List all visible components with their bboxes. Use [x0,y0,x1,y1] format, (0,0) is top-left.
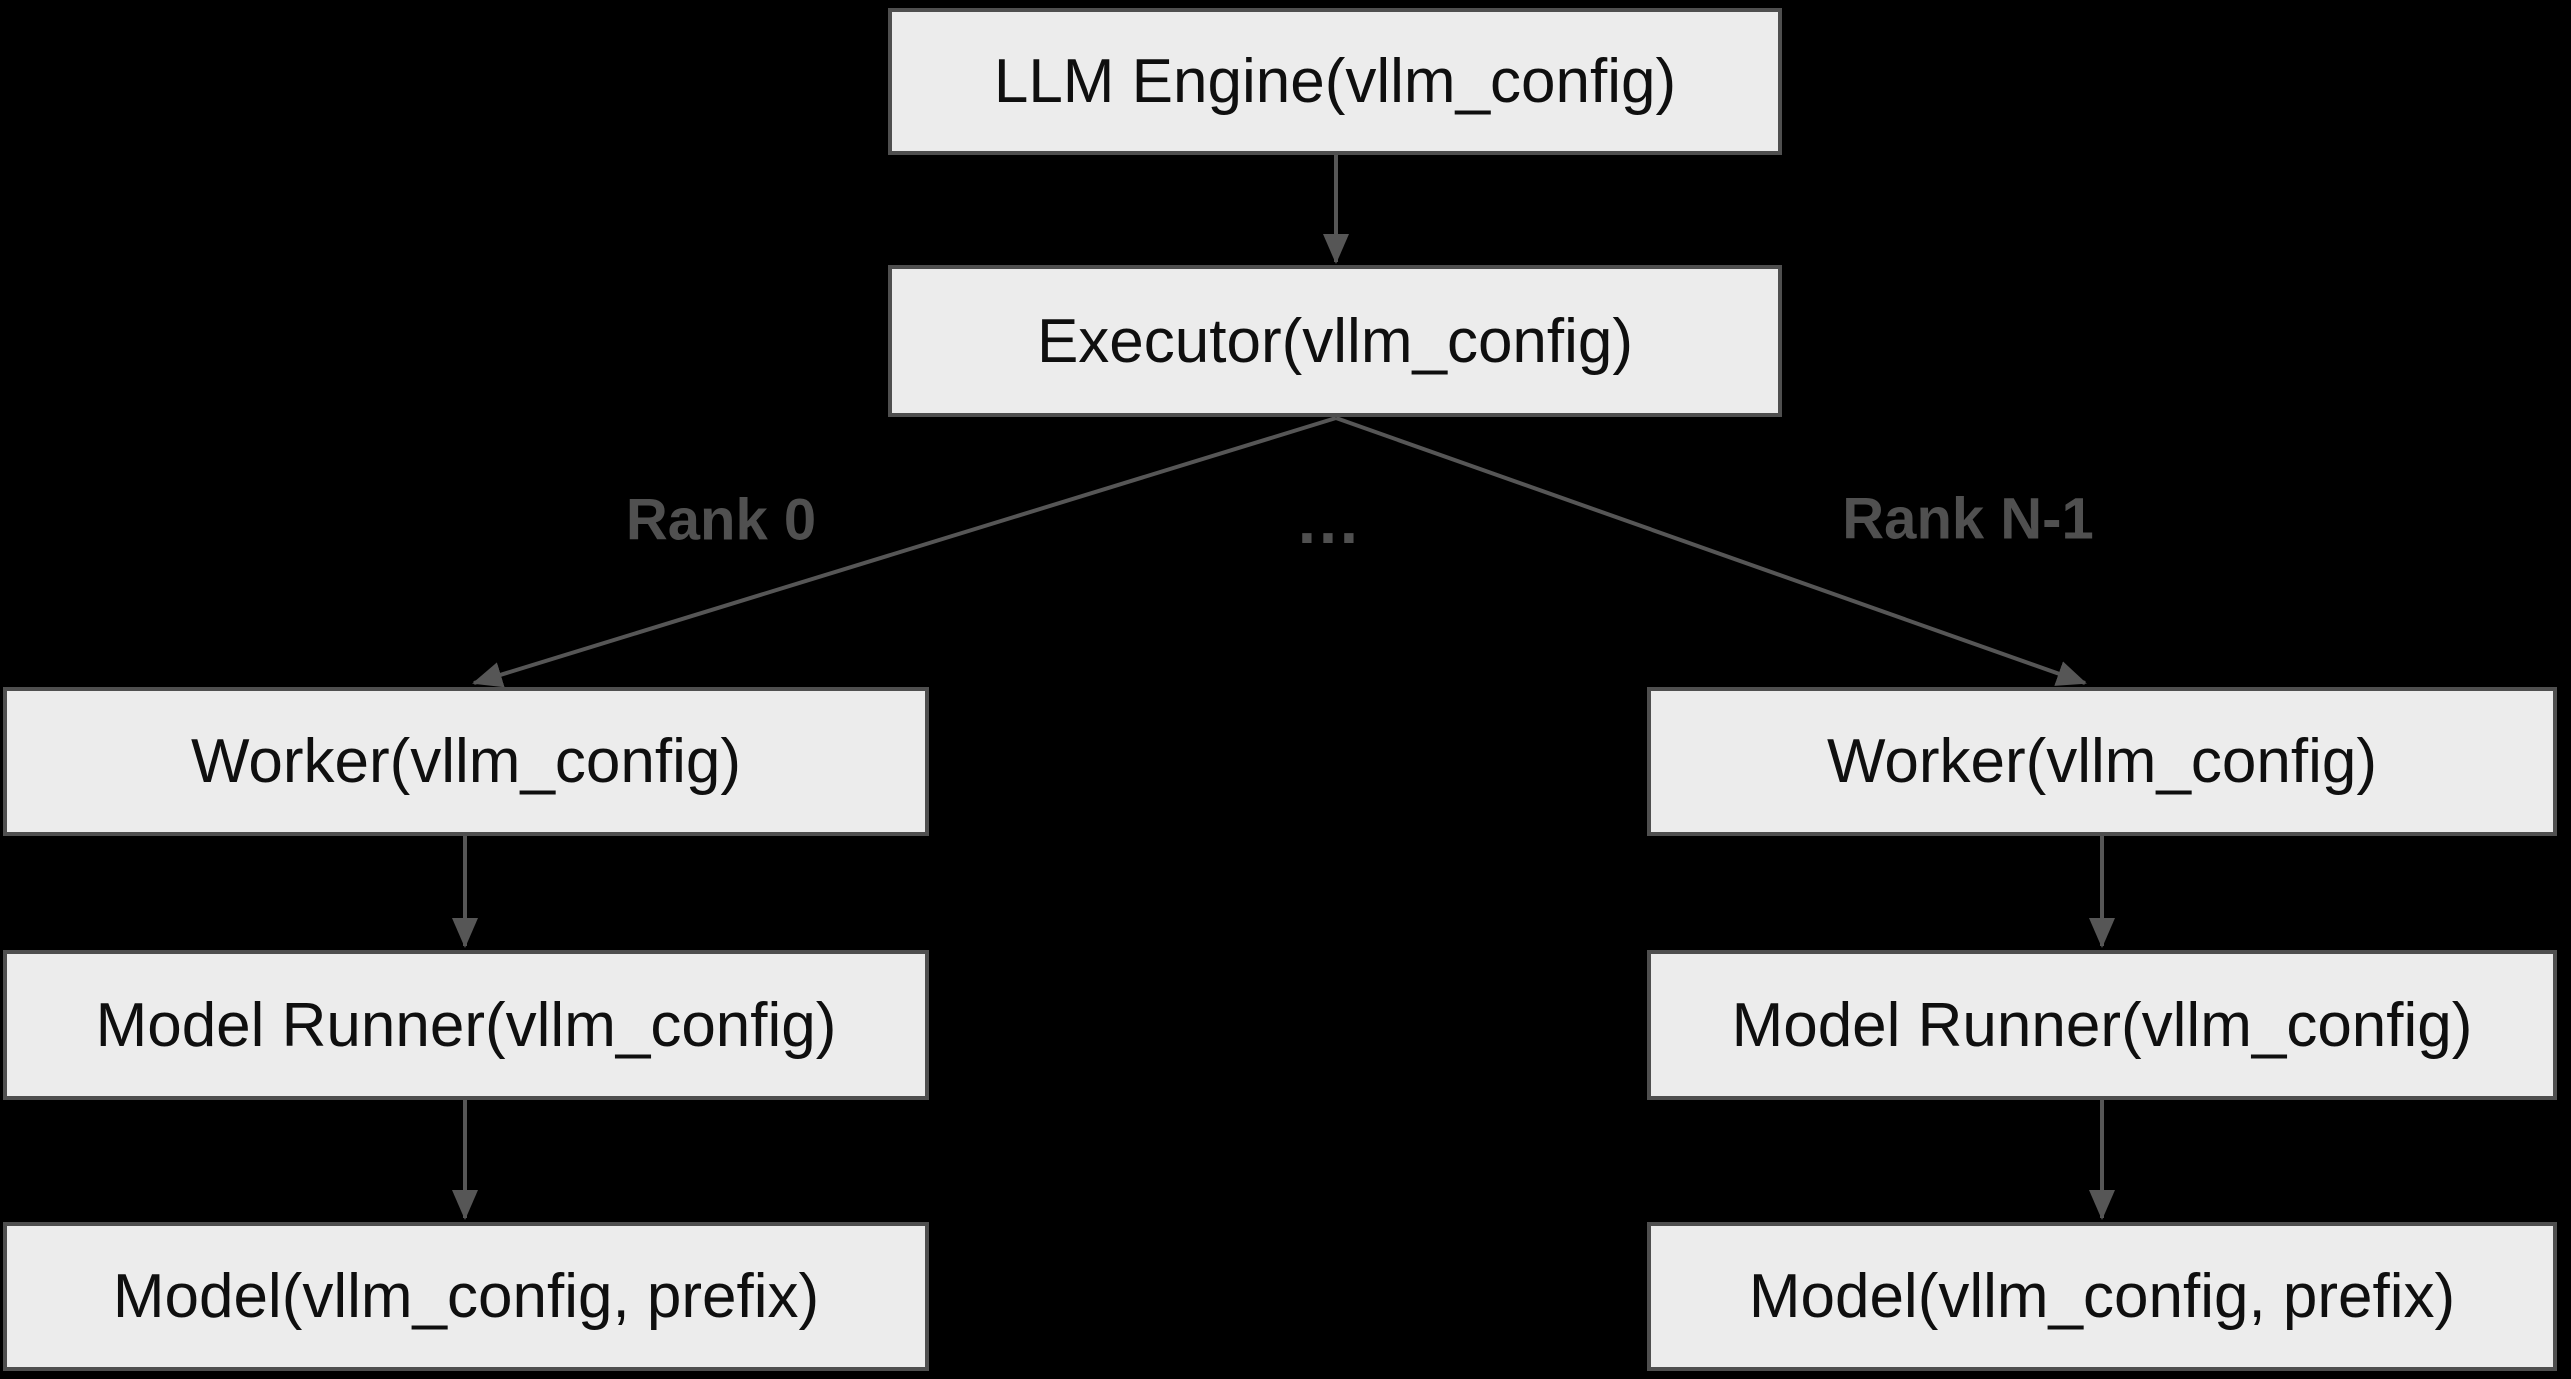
node-worker-rank0-label: Worker(vllm_config) [190,727,742,796]
node-llm-engine-label: LLM Engine(vllm_config) [993,47,1677,116]
edge-label-rank-n-1: Rank N-1 [1842,486,2094,552]
edge-label-rank-0: Rank 0 [625,487,817,553]
node-worker-rankn: Worker(vllm_config) [1647,687,2557,836]
node-model-rankn: Model(vllm_config, prefix) [1647,1222,2557,1371]
node-model-rank0: Model(vllm_config, prefix) [3,1222,929,1371]
node-model-runner-rankn: Model Runner(vllm_config) [1647,950,2557,1100]
node-model-rank0-label: Model(vllm_config, prefix) [112,1262,820,1331]
node-executor: Executor(vllm_config) [888,265,1782,417]
edge-label-ellipsis: … [1295,483,1365,557]
edge-executor-to-worker-rankn [1335,416,2087,686]
node-executor-label: Executor(vllm_config) [1036,306,1634,376]
edge-executor-to-worker-rank0 [472,416,1337,688]
node-llm-engine: LLM Engine(vllm_config) [888,8,1782,155]
node-worker-rank0: Worker(vllm_config) [3,687,929,836]
node-worker-rankn-label: Worker(vllm_config) [1826,727,2378,796]
node-model-runner-rankn-label: Model Runner(vllm_config) [1731,990,2473,1060]
node-model-runner-rank0-label: Model Runner(vllm_config) [95,990,837,1060]
node-model-rankn-label: Model(vllm_config, prefix) [1748,1262,2456,1331]
node-model-runner-rank0: Model Runner(vllm_config) [3,950,929,1100]
